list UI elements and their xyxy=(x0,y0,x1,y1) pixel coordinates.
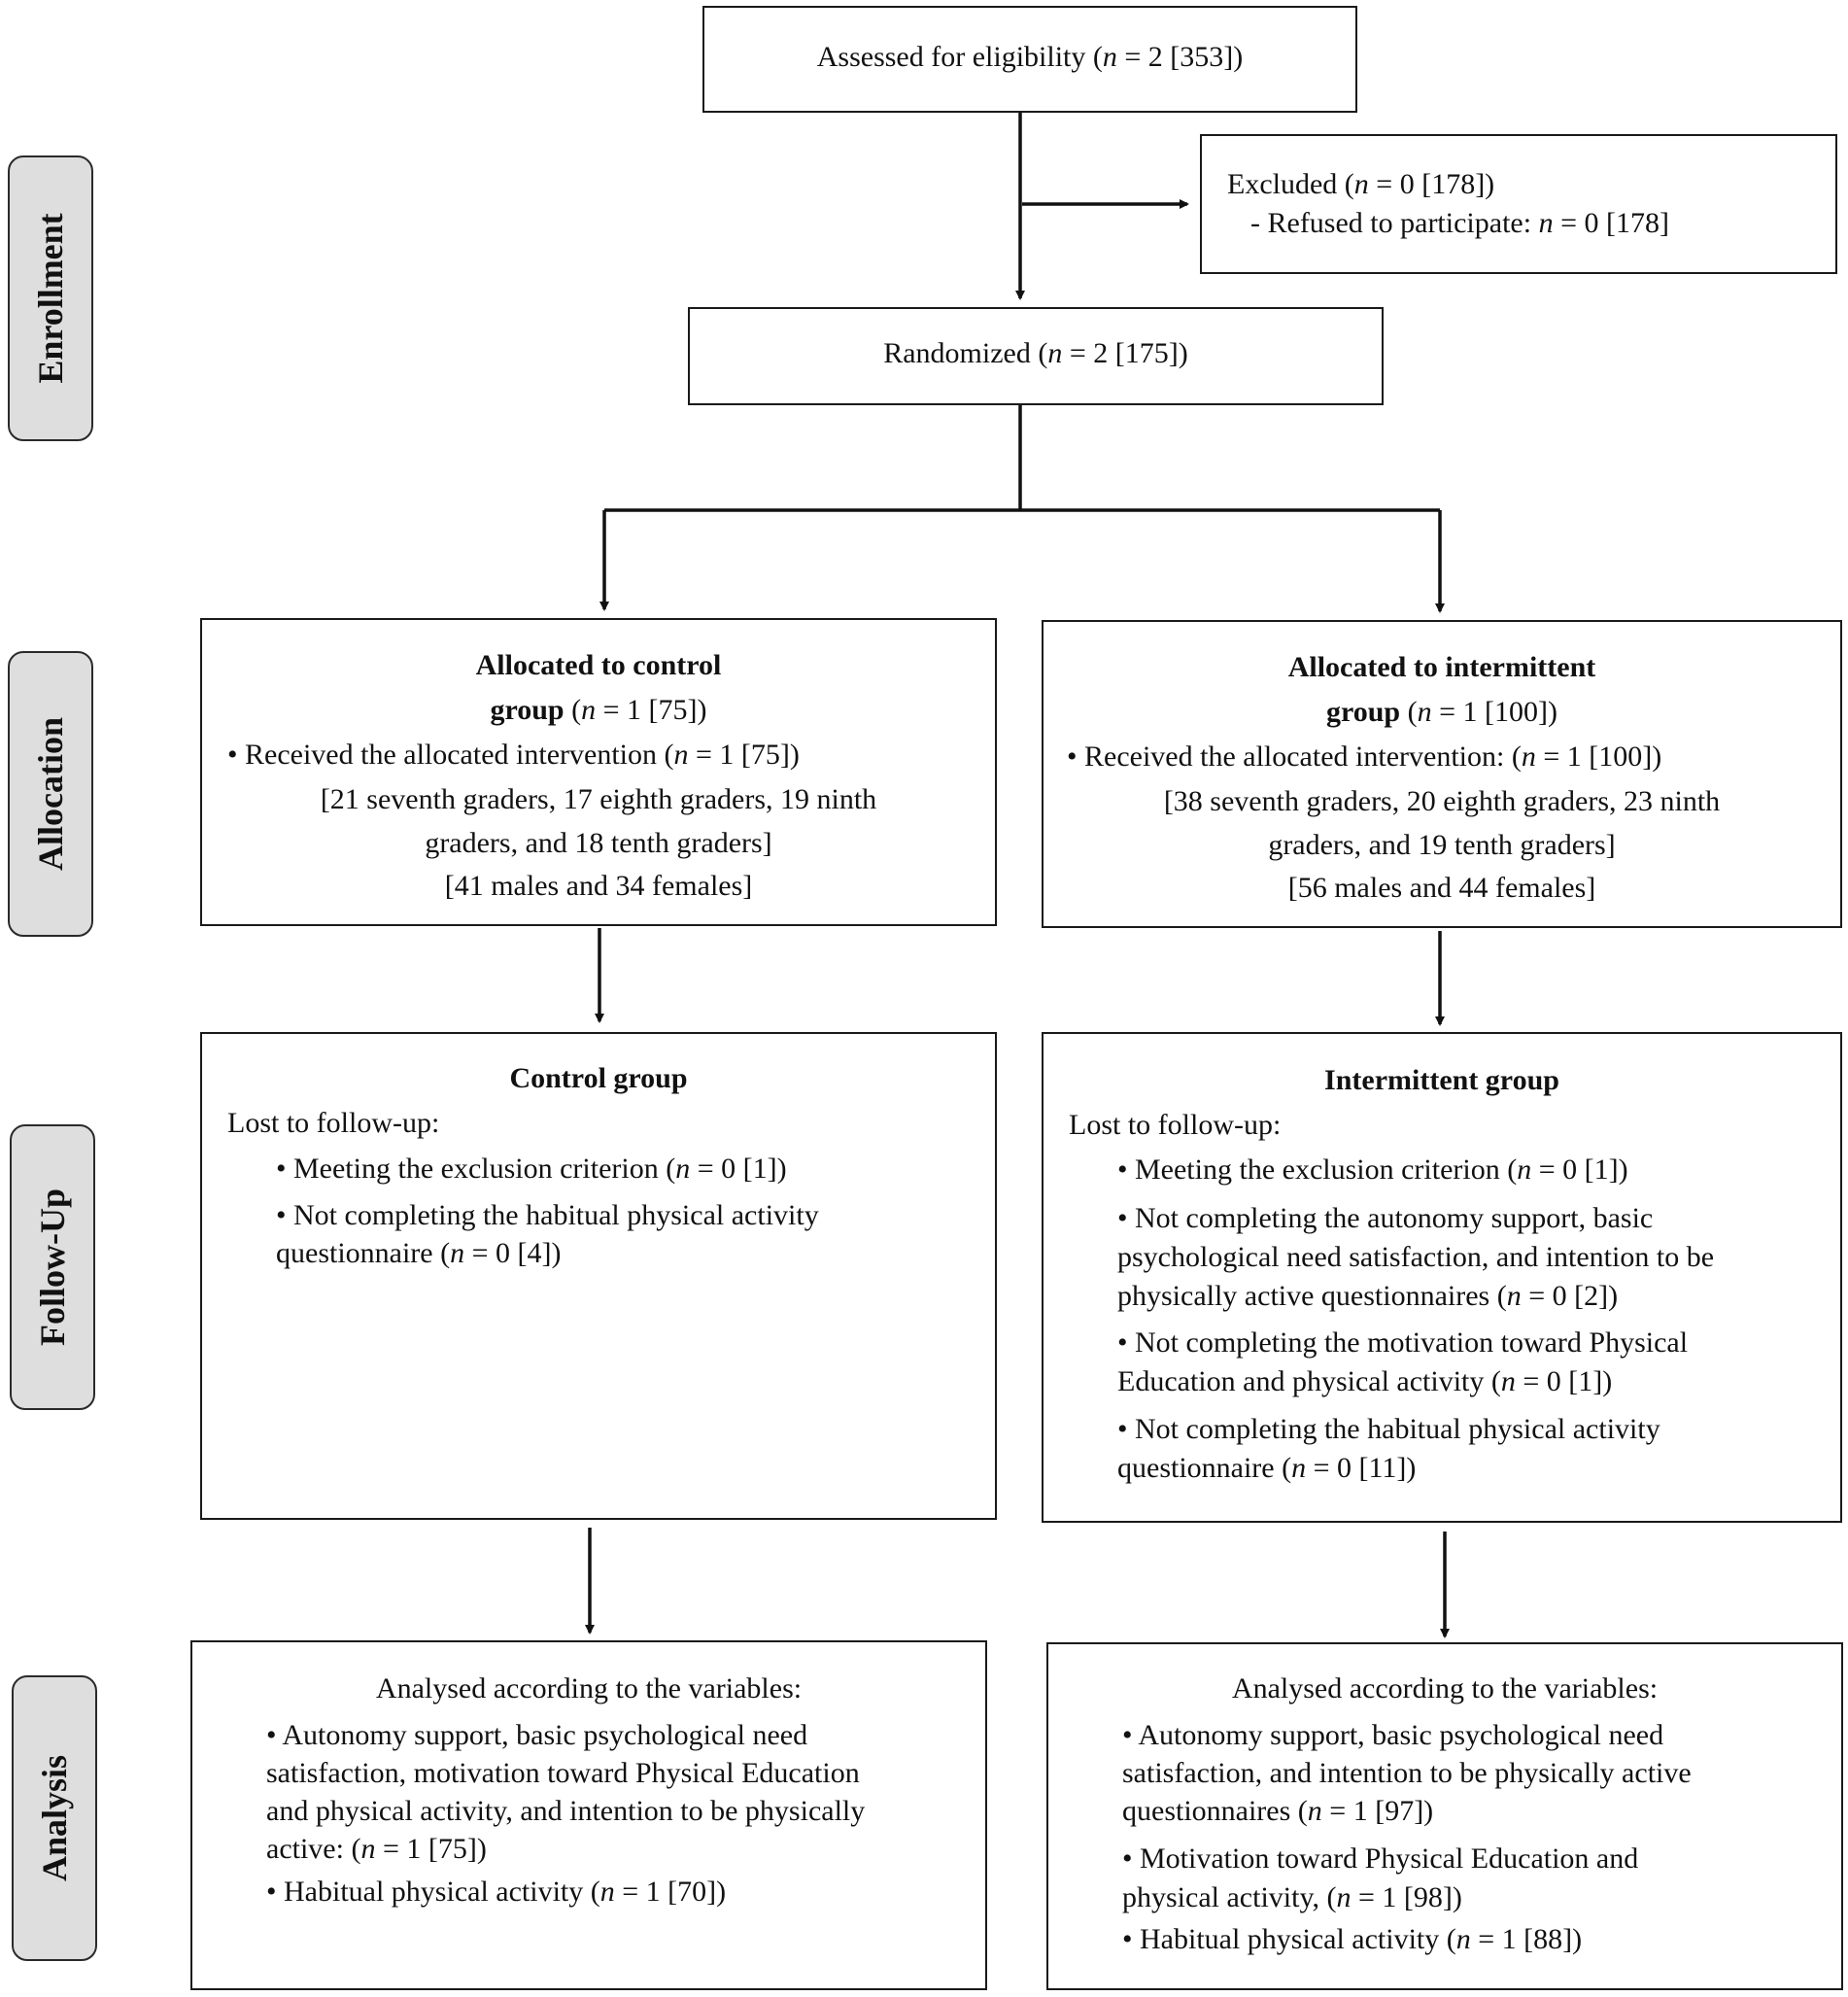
inter-follow-bullet-3: • Not completing the motivation toward P… xyxy=(1117,1326,1689,1359)
randomized-text: Randomized (n = 2 [175]) xyxy=(883,337,1188,369)
inter-alloc-sex: [56 males and 44 females] xyxy=(1287,872,1596,904)
inter-alloc-grades-2: graders, and 19 tenth graders] xyxy=(1268,829,1616,861)
control-follow-bullet-2: • Not completing the habitual physical a… xyxy=(276,1199,819,1231)
stage-label-follow-up: Follow-Up xyxy=(10,1124,95,1410)
inter-analysis-header: Analysed according to the variables: xyxy=(1231,1672,1659,1704)
stage-label-analysis: Analysis xyxy=(12,1675,97,1961)
control-allocation-box: Allocated to control group (n = 1 [75]) … xyxy=(200,618,997,926)
intermittent-allocation-box: Allocated to intermittent group (n = 1 [… xyxy=(1042,620,1842,928)
inter-follow-title: Intermittent group xyxy=(1324,1064,1559,1096)
inter-follow-bullet-2: • Not completing the autonomy support, b… xyxy=(1117,1202,1654,1234)
inter-alloc-title-line2: group (n = 1 [100]) xyxy=(1325,696,1558,728)
inter-follow-bullet-4: • Not completing the habitual physical a… xyxy=(1117,1413,1660,1445)
control-analysis-bullet-2: • Habitual physical activity (n = 1 [70]… xyxy=(266,1876,727,1908)
inter-follow-bullet-2-cont-1: psychological need satisfaction, and int… xyxy=(1117,1241,1715,1273)
stage-label-allocation: Allocation xyxy=(8,651,93,937)
control-analysis-bullet-1: • Autonomy support, basic psychological … xyxy=(266,1719,808,1751)
control-follow-up-box: Control group Lost to follow-up: • Meeti… xyxy=(200,1032,997,1520)
inter-analysis-bullet-2-cont: physical activity, (n = 1 [98]) xyxy=(1122,1881,1462,1913)
control-alloc-grades-2: graders, and 18 tenth graders] xyxy=(425,827,772,859)
inter-analysis-bullet-3: • Habitual physical activity (n = 1 [88]… xyxy=(1122,1923,1583,1955)
refused-text: - Refused to participate: n = 0 [178] xyxy=(1250,207,1669,239)
control-analysis-bullet-1-cont-3: active: (n = 1 [75]) xyxy=(266,1833,487,1865)
inter-analysis-bullet-1-cont-2: questionnaires (n = 1 [97]) xyxy=(1122,1795,1434,1827)
control-analysis-bullet-1-cont-1: satisfaction, motivation toward Physical… xyxy=(266,1757,860,1789)
inter-alloc-grades-1: [38 seventh graders, 20 eighth graders, … xyxy=(1163,785,1721,817)
control-alloc-bullet: • Received the allocated intervention (n… xyxy=(227,739,800,771)
inter-follow-bullet-1: • Meeting the exclusion criterion (n = 0… xyxy=(1117,1153,1628,1186)
inter-analysis-bullet-2: • Motivation toward Physical Education a… xyxy=(1122,1842,1639,1875)
excluded-text: Excluded (n = 0 [178]) xyxy=(1227,168,1495,200)
inter-analysis-bullet-1: • Autonomy support, basic psychological … xyxy=(1122,1719,1664,1751)
control-alloc-title-line2: group (n = 1 [75]) xyxy=(490,694,707,726)
inter-analysis-bullet-1-cont-1: satisfaction, and intention to be physic… xyxy=(1122,1757,1692,1789)
control-analysis-header: Analysed according to the variables: xyxy=(375,1672,803,1704)
stage-label-enrollment: Enrollment xyxy=(8,155,93,441)
inter-follow-bullet-2-cont-2: physically active questionnaires (n = 0 … xyxy=(1117,1280,1619,1312)
inter-lost-label: Lost to follow-up: xyxy=(1069,1109,1282,1141)
intermittent-analysis-box: Analysed according to the variables: • A… xyxy=(1046,1642,1843,1990)
excluded-box: Excluded (n = 0 [178]) - Refused to part… xyxy=(1200,134,1837,274)
assessed-box: Assessed for eligibility (n = 2 [353]) xyxy=(702,6,1357,113)
control-follow-bullet-2-cont: questionnaire (n = 0 [4]) xyxy=(276,1237,562,1269)
control-follow-title: Control group xyxy=(509,1062,688,1094)
control-alloc-grades-1: [21 seventh graders, 17 eighth graders, … xyxy=(320,783,877,815)
inter-alloc-title: Allocated to intermittent xyxy=(1287,651,1596,683)
randomized-box: Randomized (n = 2 [175]) xyxy=(688,307,1384,405)
control-alloc-title: Allocated to control xyxy=(475,649,722,681)
control-follow-bullet-1: • Meeting the exclusion criterion (n = 0… xyxy=(276,1153,787,1185)
intermittent-follow-up-box: Intermittent group Lost to follow-up: • … xyxy=(1042,1032,1842,1523)
inter-alloc-bullet: • Received the allocated intervention: (… xyxy=(1067,740,1662,773)
inter-follow-bullet-3-cont: Education and physical activity (n = 0 [… xyxy=(1117,1365,1613,1397)
inter-follow-bullet-4-cont: questionnaire (n = 0 [11]) xyxy=(1117,1452,1417,1484)
control-analysis-bullet-1-cont-2: and physical activity, and intention to … xyxy=(266,1795,866,1827)
control-analysis-box: Analysed according to the variables: • A… xyxy=(190,1640,987,1990)
assessed-text: Assessed for eligibility (n = 2 [353]) xyxy=(816,41,1244,73)
control-alloc-sex: [41 males and 34 females] xyxy=(444,870,753,902)
control-lost-label: Lost to follow-up: xyxy=(227,1107,440,1139)
